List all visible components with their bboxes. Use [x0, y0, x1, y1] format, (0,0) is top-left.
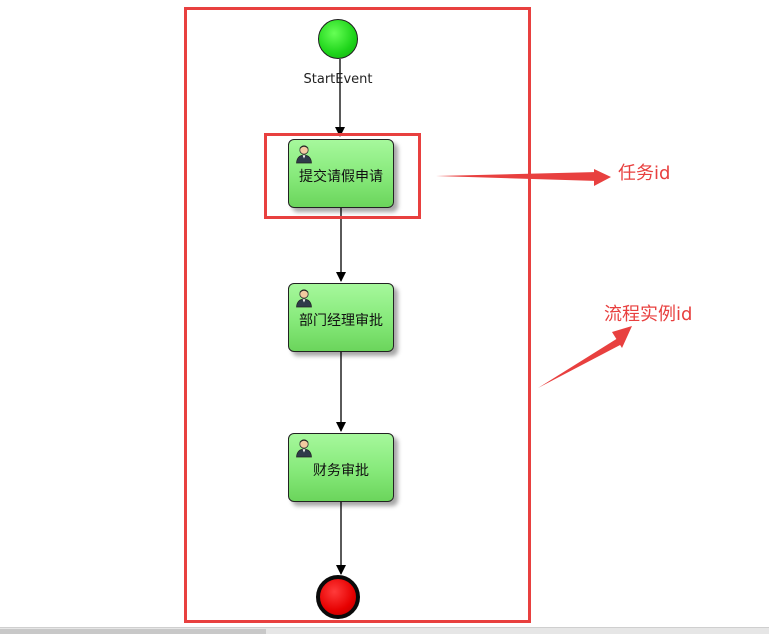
process-instance-id-annotation: 流程实例id	[604, 304, 693, 325]
start-event-label: StartEvent	[303, 72, 373, 87]
user-icon	[296, 289, 312, 308]
task-id-annotation: 任务id	[618, 163, 671, 184]
process-instance-highlight-frame	[184, 7, 531, 623]
scrollbar-thumb[interactable]	[0, 629, 266, 634]
task-label: 提交请假申请	[299, 169, 383, 185]
process-instance-id-annotation-arrow	[538, 326, 632, 388]
user-task-finance-approval[interactable]: 财务审批	[288, 433, 394, 502]
task-highlight-frame	[264, 133, 421, 219]
task-label: 部门经理审批	[299, 313, 383, 329]
task-label: 财务审批	[313, 463, 369, 479]
user-task-manager-approval[interactable]: 部门经理审批	[288, 283, 394, 352]
end-event[interactable]	[316, 575, 360, 619]
user-icon	[296, 145, 312, 164]
task-id-annotation-arrow	[436, 169, 611, 186]
start-event[interactable]	[318, 19, 358, 59]
horizontal-scrollbar[interactable]	[0, 627, 769, 634]
user-icon	[296, 439, 312, 458]
user-task-submit-leave[interactable]: 提交请假申请	[288, 139, 394, 208]
